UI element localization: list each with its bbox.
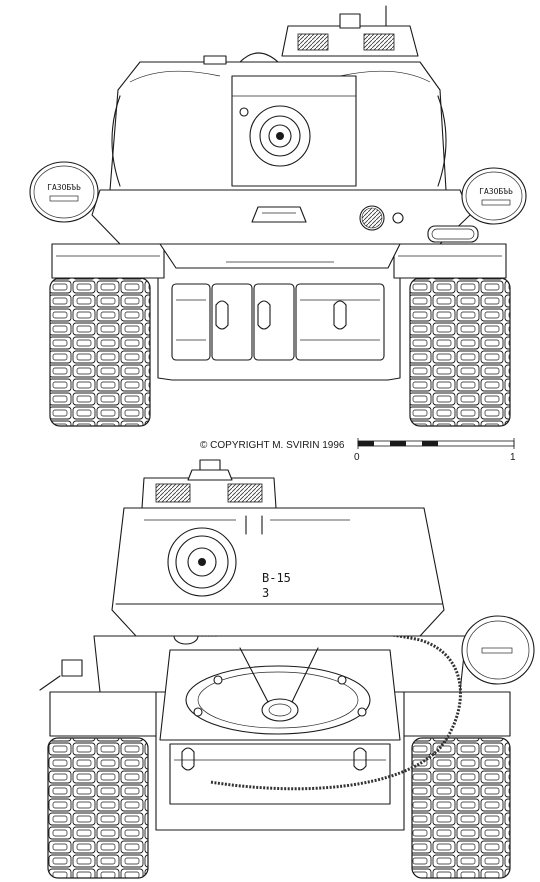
rear-right-hook xyxy=(353,747,367,771)
front-right-fender xyxy=(393,243,507,279)
turret-marking-b15: B-15 xyxy=(262,571,291,585)
front-left-track xyxy=(49,277,151,427)
left-drum-label: ГАЗОБЪЬ xyxy=(47,183,81,192)
scale-end: 1 xyxy=(510,452,516,463)
rear-left-hook xyxy=(181,747,195,771)
rear-right-track xyxy=(411,737,511,879)
rear-tow-cable xyxy=(179,629,462,791)
rear-left-light xyxy=(61,659,83,677)
tow-hook-icon xyxy=(261,698,299,722)
rear-left-track xyxy=(47,737,149,879)
copyright-text: © COPYRIGHT M. SVIRIN 1996 xyxy=(200,440,345,451)
front-right-track xyxy=(409,277,511,427)
front-tow-cable xyxy=(427,225,479,243)
rear-view: B-15 3 xyxy=(39,459,535,879)
front-right-fuel-drum: ГАЗОБЪЬ xyxy=(461,167,527,225)
scale-bar: 0 1 xyxy=(354,438,516,463)
rear-right-fender xyxy=(399,691,511,737)
scale-start: 0 xyxy=(354,452,360,463)
front-spare-track-links xyxy=(171,283,385,361)
turret-marking-3: 3 xyxy=(262,586,269,600)
rear-left-fender xyxy=(49,691,163,737)
front-view: ГАЗОБЪЬ ГАЗОБЪЬ xyxy=(29,5,527,427)
front-left-fuel-drum: ГАЗОБЪЬ xyxy=(29,161,99,223)
front-nose xyxy=(159,243,401,269)
front-left-fender xyxy=(51,243,165,279)
driver-visor xyxy=(251,206,307,223)
right-drum-label: ГАЗОБЪЬ xyxy=(479,187,513,196)
rear-right-fuel-drum xyxy=(461,615,535,685)
